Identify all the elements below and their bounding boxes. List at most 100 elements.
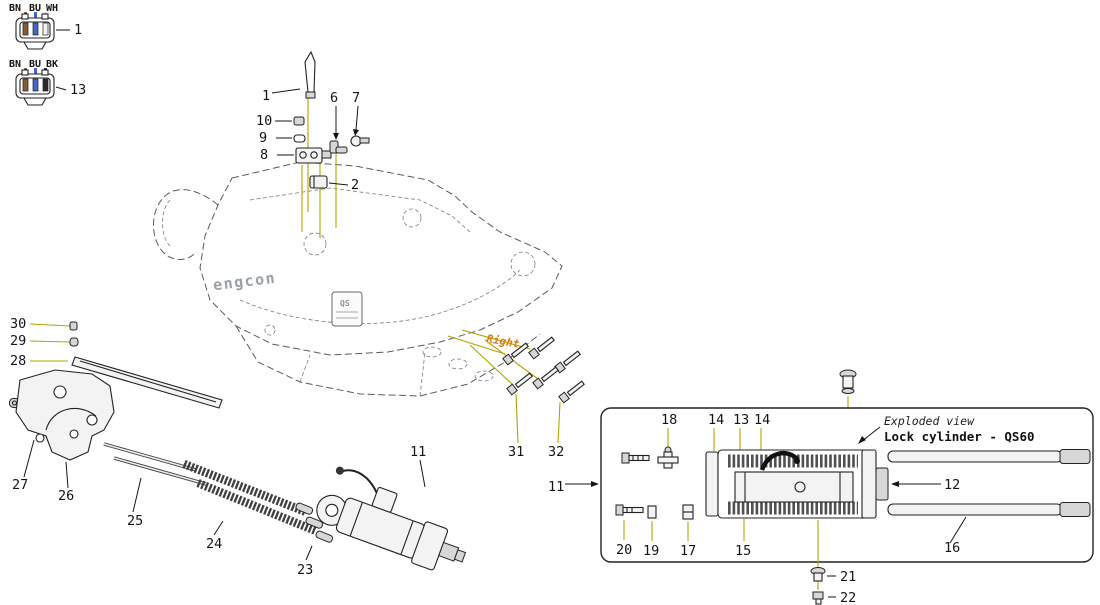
wire-label-bu: BU (29, 59, 41, 70)
lock-lever-13 (759, 450, 800, 471)
part-elbow-fitting-6 (329, 140, 348, 154)
arrow-left-icon (891, 481, 899, 487)
part-bushing-17 (682, 504, 694, 520)
part-jaw-casting-26 (15, 369, 115, 461)
machine-body-outline: engcon QS Right (153, 161, 563, 397)
arrow-right-icon (591, 481, 599, 487)
mounting-bolts: 31 32 (447, 329, 585, 460)
box-subtitle: Lock cylinder - QS60 (884, 429, 1035, 444)
part-spring-24 (196, 479, 318, 535)
callout-29: 29 (10, 333, 26, 349)
callout-27: 27 (12, 477, 28, 493)
part-bracket-2 (309, 175, 328, 189)
arrow-down-icon (333, 133, 339, 140)
callout-6: 6 (330, 90, 338, 106)
qs-logo-plate: QS (331, 291, 363, 327)
wire-label-wh: WH (46, 3, 58, 14)
part-washer-29 (69, 337, 79, 347)
callout-31: 31 (508, 444, 524, 460)
cylinder-left-flange (705, 451, 719, 517)
callout-26: 26 (58, 488, 74, 504)
callout-2: 2 (351, 177, 359, 193)
sensor-housing (371, 486, 398, 513)
pin-bu (32, 78, 39, 92)
callout-25: 25 (127, 513, 143, 529)
leader-line (861, 426, 881, 442)
callout-24: 24 (206, 536, 222, 552)
pin-bu (32, 22, 39, 36)
callout-20: 20 (616, 542, 632, 558)
callout-1-connector: 1 (74, 22, 82, 38)
part-rod-lower-16 (887, 503, 1063, 516)
locking-rods (887, 449, 1091, 517)
arrow-down-icon (353, 129, 359, 136)
part-spring-24 (182, 460, 308, 516)
part-bolt (554, 350, 581, 374)
pin-bn (22, 22, 29, 36)
callout-30: 30 (10, 316, 26, 332)
leader-line (461, 329, 531, 350)
pin-wh (42, 22, 49, 36)
callout-13-connector: 13 (70, 82, 86, 98)
callout-11: 11 (410, 444, 426, 460)
pin-bk (42, 78, 49, 92)
part-screw-22 (812, 591, 824, 605)
leader-line (469, 344, 513, 385)
cylinder-mid-body (734, 471, 854, 503)
wire-label-bn: BN (9, 59, 21, 70)
box-title: Exploded view (884, 414, 975, 428)
left-small-parts: 30 29 28 (10, 316, 223, 409)
wire-label-bn: BN (9, 3, 21, 14)
leader-line (328, 182, 349, 186)
leader-line (213, 520, 224, 536)
sensor-cable (341, 469, 378, 493)
part-nut-9 (293, 134, 306, 143)
leader-line (23, 439, 35, 478)
callout-14b: 14 (754, 412, 770, 428)
leader-line (447, 335, 506, 355)
wire-label-bu: BU (29, 3, 41, 14)
part-sleeves-23 (295, 502, 334, 543)
part-pin-30 (69, 321, 78, 331)
part-bolt (558, 380, 585, 404)
callout-19: 19 (643, 543, 659, 559)
connector-plug-13: BN BU BK 13 (9, 59, 86, 106)
part-bolt-31 (502, 342, 529, 366)
wire-label-bk: BK (46, 59, 58, 70)
callout-17: 17 (680, 543, 696, 559)
callout-23: 23 (297, 562, 313, 578)
callout-15: 15 (735, 543, 751, 559)
leader-line (949, 516, 967, 544)
callout-28: 28 (10, 353, 26, 369)
leader-line (557, 401, 561, 444)
callout-10: 10 (256, 113, 272, 129)
callout-1: 1 (262, 88, 270, 104)
part-bolt-bottom-20 (615, 504, 644, 516)
leader-line (271, 88, 301, 94)
rods-and-springs: 25 24 23 (103, 442, 334, 578)
part-plug-above-box (839, 369, 857, 394)
pin-bn (22, 78, 29, 92)
leader-line (419, 459, 426, 488)
arrow-icon (858, 436, 866, 444)
part-plug-19 (647, 505, 657, 519)
part-t-fitting-18 (657, 446, 679, 469)
callout-11-box: 11 (548, 479, 564, 495)
callout-9: 9 (259, 130, 267, 146)
brand-logo-text: engcon (212, 269, 277, 295)
callout-7: 7 (352, 90, 360, 106)
part-rod-upper (887, 450, 1063, 463)
part-banjo-fitting-7 (350, 135, 370, 147)
cable-connector (335, 466, 344, 475)
part-plug-21 (810, 567, 826, 582)
top-small-parts: 1 10 9 8 6 7 (256, 50, 370, 238)
exploded-view-box: Exploded view Lock cylinder - QS60 18 14… (548, 369, 1094, 605)
jaw-casting-assembly: 27 26 (8, 369, 115, 504)
cylinder-right-flange (861, 449, 877, 519)
part-plug-10 (293, 116, 305, 126)
leader-line (29, 323, 71, 327)
leader-line (515, 393, 519, 444)
part-bolt-32 (532, 366, 559, 390)
